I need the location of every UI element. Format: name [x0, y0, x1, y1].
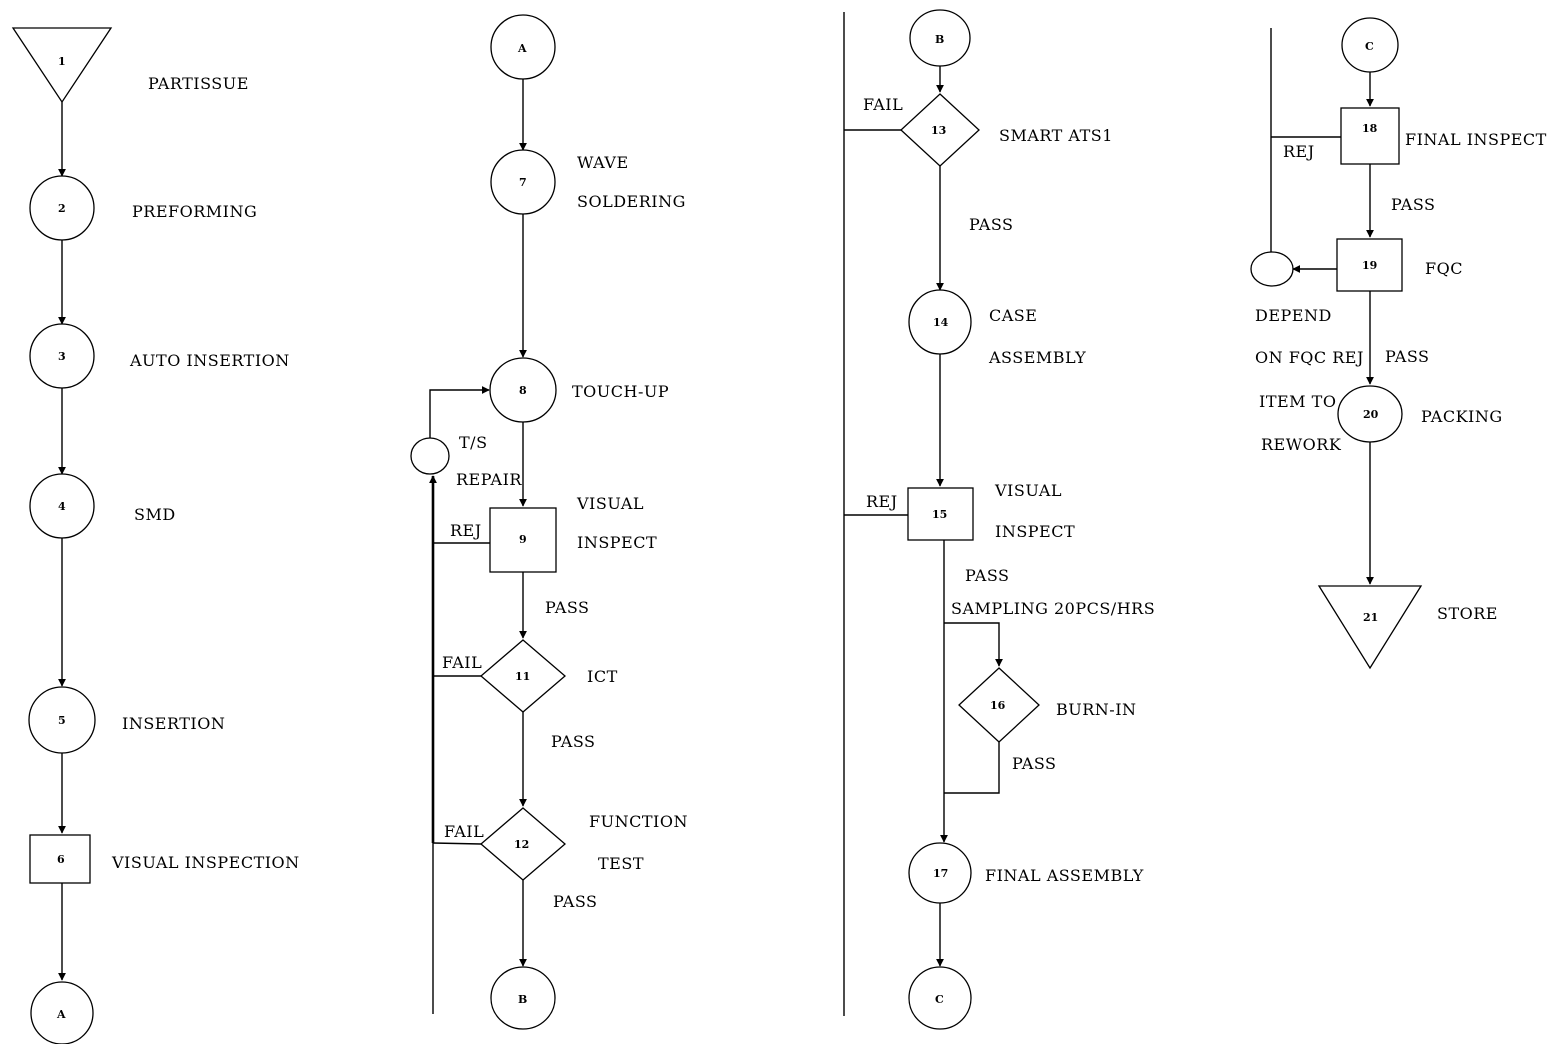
connector-a-bottom-label: A [56, 1008, 66, 1021]
node-18-inspection-box [1341, 108, 1399, 164]
node-14-number: 14 [933, 316, 949, 329]
label-fail-11: FAIL [442, 653, 482, 672]
label-assembly: ASSEMBLY [988, 348, 1086, 367]
column-3: B 13 SMART ATS1 FAIL PASS 14 CASE ASSEMB… [844, 10, 1155, 1029]
node-13-number: 13 [931, 124, 946, 137]
node-6-number: 6 [57, 853, 65, 866]
label-smd: SMD [134, 505, 176, 524]
connector-a-top-label: A [517, 42, 527, 55]
label-visual-15: VISUAL [994, 481, 1062, 500]
node-15-number: 15 [932, 508, 947, 521]
label-function: FUNCTION [589, 812, 688, 831]
label-insertion: INSERTION [122, 714, 225, 733]
label-pass-12: PASS [553, 892, 598, 911]
label-packing: PACKING [1421, 407, 1503, 426]
node-16-number: 16 [990, 699, 1006, 712]
node-3-number: 3 [58, 350, 66, 363]
label-pass-18: PASS [1391, 195, 1436, 214]
label-wave: WAVE [577, 153, 629, 172]
label-final-assembly: FINAL ASSEMBLY [985, 866, 1144, 885]
connector-c-top-label: C [1365, 40, 1374, 53]
label-smart-ats1: SMART ATS1 [999, 126, 1113, 145]
label-pass-19: PASS [1385, 347, 1430, 366]
label-fqc: FQC [1425, 259, 1463, 278]
label-pass-13: PASS [969, 215, 1014, 234]
node-12-number: 12 [514, 838, 529, 851]
arrow-ts-to-8 [430, 390, 489, 438]
label-soldering: SOLDERING [577, 192, 686, 211]
label-auto-insertion: AUTO INSERTION [129, 351, 290, 370]
label-inspect-15: INSPECT [995, 522, 1075, 541]
label-preforming: PREFORMING [132, 202, 257, 221]
column-2: A 7 WAVE SOLDERING 8 TOUCH-UP 9 VISUAL I… [411, 15, 688, 1029]
node-18-number: 18 [1362, 122, 1378, 135]
connector-c-bottom-label: C [935, 993, 944, 1006]
label-final-inspect: FINAL INSPECT [1405, 130, 1547, 149]
label-visual-inspection: VISUAL INSPECTION [111, 853, 300, 872]
node-21-number: 21 [1363, 611, 1378, 624]
label-burn-in: BURN-IN [1056, 700, 1137, 719]
pass-16-return [944, 742, 999, 793]
node-21-storage-triangle [1319, 586, 1421, 668]
label-visual-9: VISUAL [576, 494, 644, 513]
node-9-number: 9 [519, 533, 527, 546]
node-8-number: 8 [519, 384, 527, 397]
ts-repair-circle [411, 438, 449, 474]
node-7-number: 7 [519, 176, 527, 189]
label-part-issue: PARTISSUE [148, 74, 249, 93]
connector-b-top-label: B [935, 33, 944, 46]
column-1: 1 PARTISSUE 2 PREFORMING 3 AUTO INSERTIO… [13, 28, 300, 1044]
label-rej-15: REJ [866, 492, 898, 511]
label-inspect-9: INSPECT [577, 533, 657, 552]
note-rework: REWORK [1261, 435, 1342, 454]
label-test: TEST [598, 854, 644, 873]
rework-circle [1251, 252, 1293, 286]
label-fail-13: FAIL [863, 95, 903, 114]
label-rej-18: REJ [1283, 142, 1315, 161]
node-2-number: 2 [58, 202, 66, 215]
label-touch-up: TOUCH-UP [572, 382, 669, 401]
node-11-number: 11 [515, 670, 530, 683]
label-ts: T/S [459, 433, 488, 452]
node-1-number: 1 [58, 55, 66, 68]
label-fail-12: FAIL [444, 822, 484, 841]
node-19-number: 19 [1362, 259, 1377, 272]
note-depend: DEPEND [1255, 306, 1332, 325]
node-20-number: 20 [1363, 408, 1379, 421]
node-4-number: 4 [58, 500, 66, 513]
label-sampling: SAMPLING 20PCS/HRS [951, 599, 1155, 618]
label-pass-9: PASS [545, 598, 590, 617]
column-4: C 18 FINAL INSPECT REJ PASS 19 FQC DEPEN… [1251, 18, 1547, 668]
label-case: CASE [989, 306, 1037, 325]
fail-12-branch [433, 843, 481, 844]
label-pass-16: PASS [1012, 754, 1057, 773]
note-on-fqc-rej: ON FQC REJ [1255, 348, 1364, 367]
label-ict: ICT [587, 667, 618, 686]
label-pass-11: PASS [551, 732, 596, 751]
sampling-branch-to-16 [944, 623, 999, 666]
label-store: STORE [1437, 604, 1498, 623]
node-17-number: 17 [933, 867, 948, 880]
connector-b-bottom-label: B [518, 993, 527, 1006]
node-5-number: 5 [58, 714, 66, 727]
label-pass-15: PASS [965, 566, 1010, 585]
label-repair: REPAIR [456, 470, 522, 489]
note-item-to: ITEM TO [1259, 392, 1336, 411]
label-rej-9: REJ [450, 521, 482, 540]
